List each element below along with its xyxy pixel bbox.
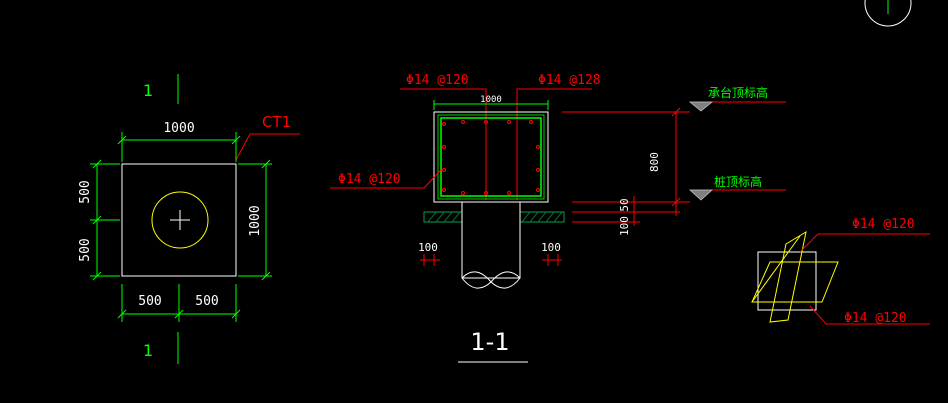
detail-rebar-parallelogram-1 — [751, 261, 839, 303]
rebar-cage — [440, 117, 542, 197]
detail-square-white — [757, 251, 817, 311]
overhang-right-text: 100 — [541, 241, 561, 254]
pile-cap-outline — [121, 163, 237, 277]
detail-top-label: Φ14 @120 — [852, 217, 915, 232]
rebar-top-left-leader — [400, 88, 487, 200]
plan-view: 1 1 CT1 1000 500 500 — [78, 74, 300, 364]
detail-bottom-label: Φ14 @120 — [844, 311, 907, 326]
cushion-50-text: 50 — [618, 198, 631, 211]
elev-pile-top-label: 桩顶标高 — [714, 174, 762, 189]
rebar-side-label: Φ14 @120 — [338, 172, 401, 187]
section-mark-top: 1 — [143, 81, 153, 100]
view-marker-partial — [864, 0, 912, 27]
elev-cap-top-label: 承台顶标高 — [708, 85, 768, 100]
dim-right-text: 1000 — [248, 205, 263, 236]
cushion-100-text: 100 — [618, 216, 631, 236]
detail-rebar-parallelogram-2 — [769, 230, 807, 323]
cap-label: CT1 — [262, 113, 291, 131]
pile-circle — [151, 191, 209, 249]
rebar-top-right-leader — [516, 88, 592, 200]
detail-bottom-leader — [809, 305, 930, 325]
dim-top-text: 1000 — [163, 121, 194, 136]
elev-cap-top-marker — [688, 101, 714, 112]
dim-left-top-text: 500 — [78, 180, 93, 203]
rebar-side-leader — [330, 169, 442, 189]
dim-bottom-right-text: 500 — [195, 294, 218, 309]
rebar-dots — [442, 120, 540, 195]
pile-shaft — [461, 201, 521, 279]
rebar-top-left-label: Φ14 @120 — [406, 73, 469, 88]
elev-pile-top-marker — [688, 189, 714, 201]
cap-label-leader — [235, 133, 300, 161]
cap-height-text: 800 — [648, 152, 661, 172]
dim-left-bottom-text: 500 — [78, 238, 93, 261]
dim-bottom-left-text: 500 — [138, 294, 161, 309]
section-title: 1-1 — [470, 328, 509, 356]
rebar-detail: Φ14 @120 Φ14 @120 — [751, 217, 930, 326]
detail-top-leader — [799, 233, 930, 253]
section-mark-bottom: 1 — [143, 341, 153, 360]
section-width-text: 1000 — [480, 95, 502, 105]
overhang-left-text: 100 — [418, 241, 438, 254]
cushion-hatch — [427, 211, 563, 223]
rebar-top-right-label: Φ14 @128 — [538, 73, 601, 88]
section-view: Φ14 @120 Φ14 @128 1000 Φ14 @120 — [330, 73, 786, 363]
